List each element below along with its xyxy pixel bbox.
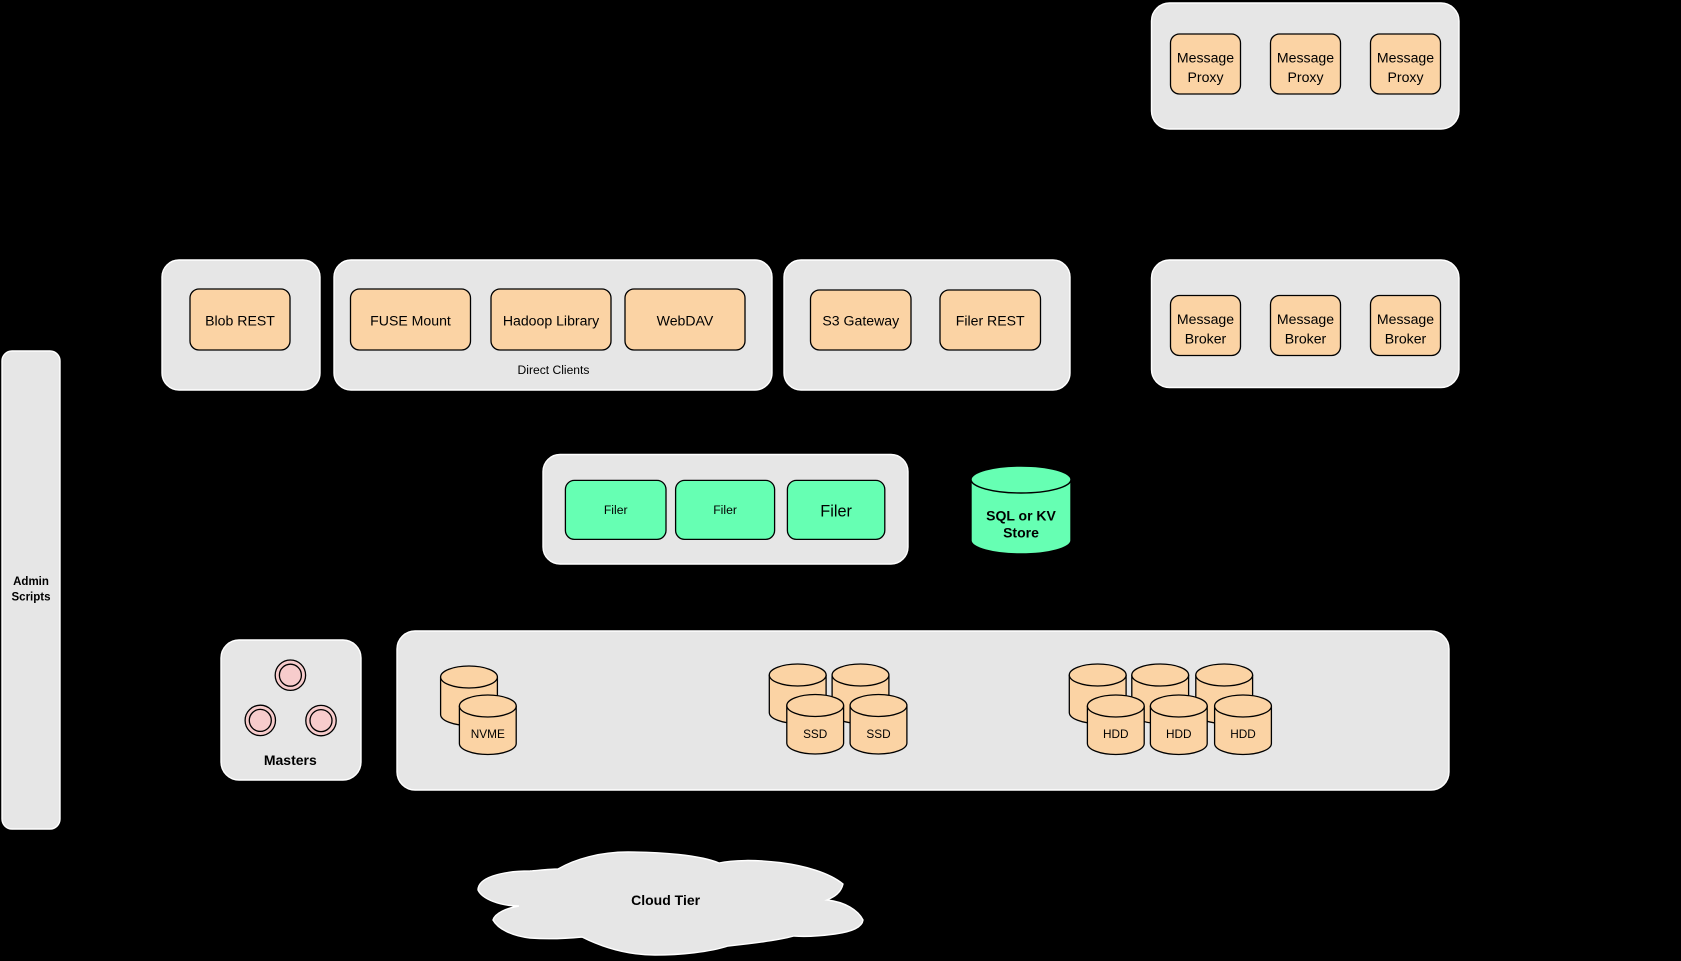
svg-text:Masters: Masters (264, 752, 317, 768)
svg-text:Message: Message (1377, 311, 1434, 327)
svg-text:Hadoop Library: Hadoop Library (503, 312, 600, 328)
svg-text:Filer REST: Filer REST (956, 312, 1025, 328)
svg-text:Proxy: Proxy (1287, 69, 1324, 85)
svg-text:Blob REST: Blob REST (205, 312, 275, 328)
svg-text:SQL or KV: SQL or KV (986, 507, 1056, 523)
svg-text:Proxy: Proxy (1187, 69, 1224, 85)
svg-text:Message: Message (1177, 50, 1234, 66)
svg-text:Broker: Broker (1185, 330, 1227, 346)
svg-text:SSD: SSD (866, 727, 890, 741)
svg-text:HDD: HDD (1166, 727, 1192, 741)
svg-text:SSD: SSD (803, 727, 827, 741)
svg-text:Filer: Filer (820, 502, 852, 520)
svg-text:Message: Message (1277, 50, 1334, 66)
svg-text:Filer: Filer (713, 503, 737, 517)
svg-text:FUSE Mount: FUSE Mount (370, 312, 451, 328)
svg-text:S3 Gateway: S3 Gateway (822, 312, 900, 328)
svg-text:Scripts: Scripts (12, 592, 51, 604)
svg-text:Message: Message (1277, 311, 1334, 327)
svg-text:Proxy: Proxy (1387, 69, 1424, 85)
svg-text:Message: Message (1377, 50, 1434, 66)
svg-text:Direct Clients: Direct Clients (518, 363, 590, 377)
svg-text:WebDAV: WebDAV (657, 312, 714, 328)
svg-text:Store: Store (1003, 525, 1039, 541)
svg-text:Cloud Tier: Cloud Tier (631, 892, 701, 908)
svg-text:HDD: HDD (1230, 727, 1256, 741)
svg-text:NVME: NVME (471, 727, 505, 741)
svg-text:Broker: Broker (1285, 330, 1327, 346)
svg-text:HDD: HDD (1103, 727, 1129, 741)
svg-text:Message: Message (1177, 311, 1234, 327)
svg-text:Filer: Filer (604, 503, 628, 517)
svg-text:Admin: Admin (13, 576, 49, 588)
svg-text:Broker: Broker (1385, 330, 1427, 346)
